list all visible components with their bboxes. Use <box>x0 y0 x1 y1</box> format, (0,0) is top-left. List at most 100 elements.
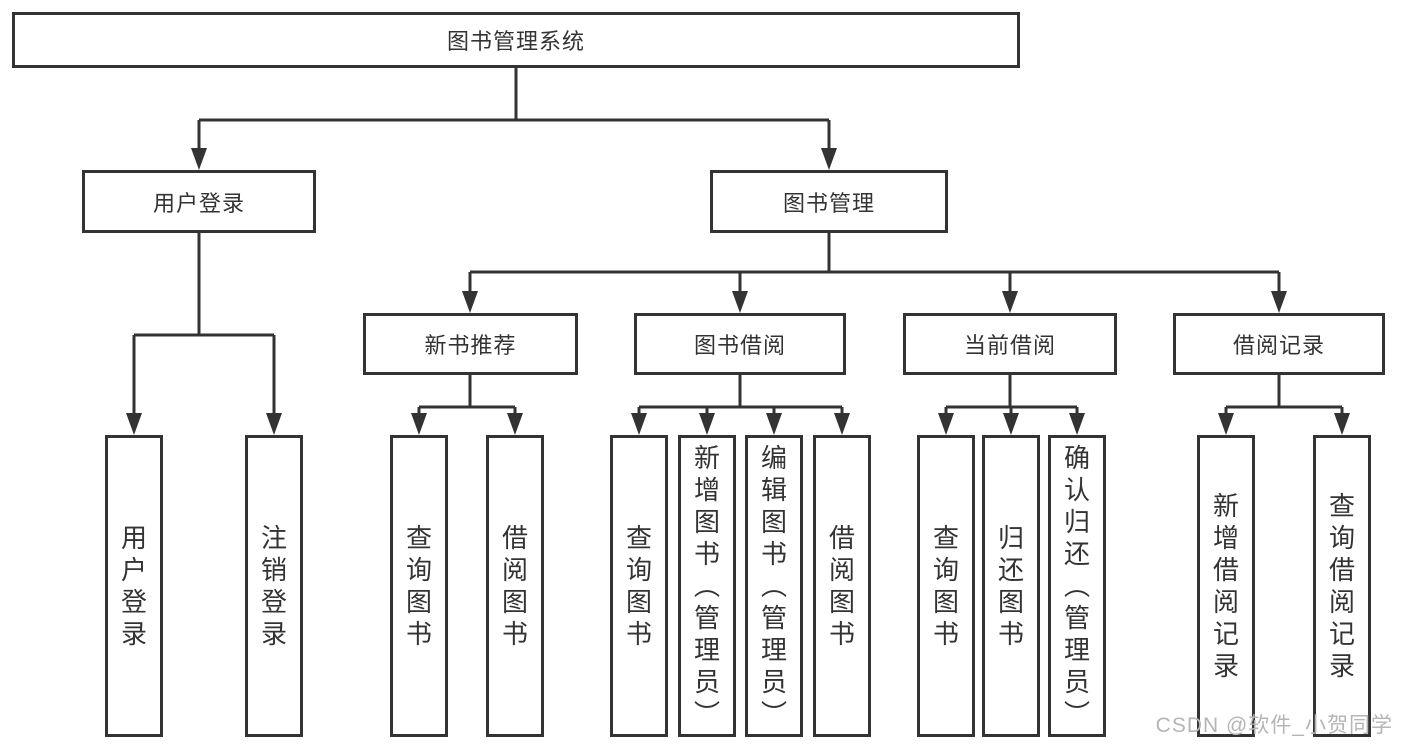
vertical-char: 员 <box>693 667 720 697</box>
leaf-add-borrow-record: 新增借阅记录 <box>1197 435 1255 737</box>
csdn-watermark: CSDN @软件_小贺同学 <box>1155 714 1393 737</box>
vertical-char: 录 <box>1212 651 1239 681</box>
leaf-query-books-recommend: 查询图书 <box>390 435 448 737</box>
vertical-char: 书 <box>760 539 787 569</box>
branch-book-management-label: 图书管理 <box>782 190 875 216</box>
vertical-char: 借 <box>1212 555 1239 585</box>
leaf-user-login: 用户登录 <box>105 435 163 737</box>
leaf-query-books-current: 查询图书 <box>917 435 975 737</box>
vertical-char: 阅 <box>1212 587 1239 617</box>
root-node-label: 图书管理系统 <box>446 29 585 54</box>
vertical-char: 阅 <box>828 555 855 585</box>
vertical-char: 图 <box>760 507 787 537</box>
vertical-char: 销 <box>260 555 287 585</box>
vertical-char: 管 <box>1063 603 1090 633</box>
vertical-char: 书 <box>625 619 652 649</box>
vertical-char: 图 <box>501 587 528 617</box>
vertical-char: ︶ <box>693 699 720 729</box>
vertical-char: 员 <box>760 667 787 697</box>
vertical-char: 查 <box>625 523 652 553</box>
vertical-char: 查 <box>932 523 959 553</box>
node-book-borrow: 图书借阅 <box>634 313 846 375</box>
vertical-char: 管 <box>693 603 720 633</box>
vertical-char: 书 <box>405 619 432 649</box>
vertical-char: 还 <box>1063 539 1090 569</box>
root-node-library-system: 图书管理系统 <box>12 12 1020 68</box>
branch-user-login: 用户登录 <box>82 170 316 233</box>
vertical-char: 新 <box>1212 491 1239 521</box>
leaf-borrow-books-recommend: 借阅图书 <box>486 435 544 737</box>
vertical-char: 询 <box>932 555 959 585</box>
vertical-char: 借 <box>1328 555 1355 585</box>
vertical-char: 借 <box>501 523 528 553</box>
vertical-char: 询 <box>405 555 432 585</box>
node-book-borrow-label: 图书借阅 <box>693 333 786 358</box>
node-new-book-recommend: 新书推荐 <box>363 313 578 375</box>
leaf-borrow-books-borrow: 借阅图书 <box>813 435 871 737</box>
vertical-char: 记 <box>1328 619 1355 649</box>
vertical-char: 书 <box>932 619 959 649</box>
vertical-char: 归 <box>1063 507 1090 537</box>
vertical-char: 管 <box>760 603 787 633</box>
vertical-char: 书 <box>997 619 1024 649</box>
vertical-char: 记 <box>1212 619 1239 649</box>
branch-book-management: 图书管理 <box>710 170 948 233</box>
vertical-char: 注 <box>260 523 287 553</box>
vertical-char: 图 <box>693 507 720 537</box>
vertical-char: 书 <box>828 619 855 649</box>
vertical-char: 户 <box>120 555 147 585</box>
vertical-char: 查 <box>405 523 432 553</box>
vertical-char: 增 <box>1212 523 1239 553</box>
vertical-char: 录 <box>260 619 287 649</box>
branch-user-login-label: 用户登录 <box>152 190 245 216</box>
vertical-char: 登 <box>260 587 287 617</box>
vertical-char: ︶ <box>760 699 787 729</box>
vertical-char: 录 <box>120 619 147 649</box>
vertical-char: 图 <box>932 587 959 617</box>
vertical-char: 理 <box>760 635 787 665</box>
vertical-char: 阅 <box>501 555 528 585</box>
vertical-char: 编 <box>760 443 787 473</box>
leaf-query-borrow-record: 查询借阅记录 <box>1313 435 1371 737</box>
vertical-char: 询 <box>625 555 652 585</box>
node-new-book-recommend-label: 新书推荐 <box>424 333 517 358</box>
vertical-char: 图 <box>997 587 1024 617</box>
leaf-add-book-admin: 新增图书︵管理员︶ <box>678 435 736 737</box>
vertical-char: ︵ <box>760 571 787 601</box>
arrowheads <box>126 148 1350 435</box>
leaf-query-books-borrow: 查询图书 <box>610 435 668 737</box>
vertical-char: 还 <box>997 555 1024 585</box>
vertical-char: 确 <box>1063 443 1090 473</box>
vertical-char: ︶ <box>1063 699 1090 729</box>
vertical-char: 辑 <box>760 475 787 505</box>
vertical-char: 书 <box>693 539 720 569</box>
node-current-borrow: 当前借阅 <box>903 313 1117 375</box>
vertical-char: 图 <box>828 587 855 617</box>
leaf-confirm-return-admin: 确认归还︵管理员︶ <box>1048 435 1106 737</box>
leaf-return-book: 归还图书 <box>982 435 1040 737</box>
vertical-char: 理 <box>693 635 720 665</box>
vertical-char: ︵ <box>1063 571 1090 601</box>
node-current-borrow-label: 当前借阅 <box>963 333 1056 358</box>
vertical-char: ︵ <box>693 571 720 601</box>
node-borrow-records: 借阅记录 <box>1173 313 1385 375</box>
vertical-char: 理 <box>1063 635 1090 665</box>
vertical-char: 增 <box>693 475 720 505</box>
leaf-edit-book-admin: 编辑图书︵管理员︶ <box>745 435 803 737</box>
vertical-char: 书 <box>501 619 528 649</box>
vertical-char: 新 <box>693 443 720 473</box>
vertical-char: 图 <box>405 587 432 617</box>
vertical-char: 认 <box>1063 475 1090 505</box>
leaf-logout-login: 注销登录 <box>245 435 303 737</box>
vertical-char: 图 <box>625 587 652 617</box>
vertical-char: 员 <box>1063 667 1090 697</box>
vertical-char: 查 <box>1328 491 1355 521</box>
vertical-char: 用 <box>120 523 147 553</box>
vertical-char: 阅 <box>1328 587 1355 617</box>
vertical-char: 询 <box>1328 523 1355 553</box>
node-borrow-records-label: 借阅记录 <box>1232 333 1325 358</box>
vertical-char: 归 <box>997 523 1024 553</box>
vertical-char: 借 <box>828 523 855 553</box>
